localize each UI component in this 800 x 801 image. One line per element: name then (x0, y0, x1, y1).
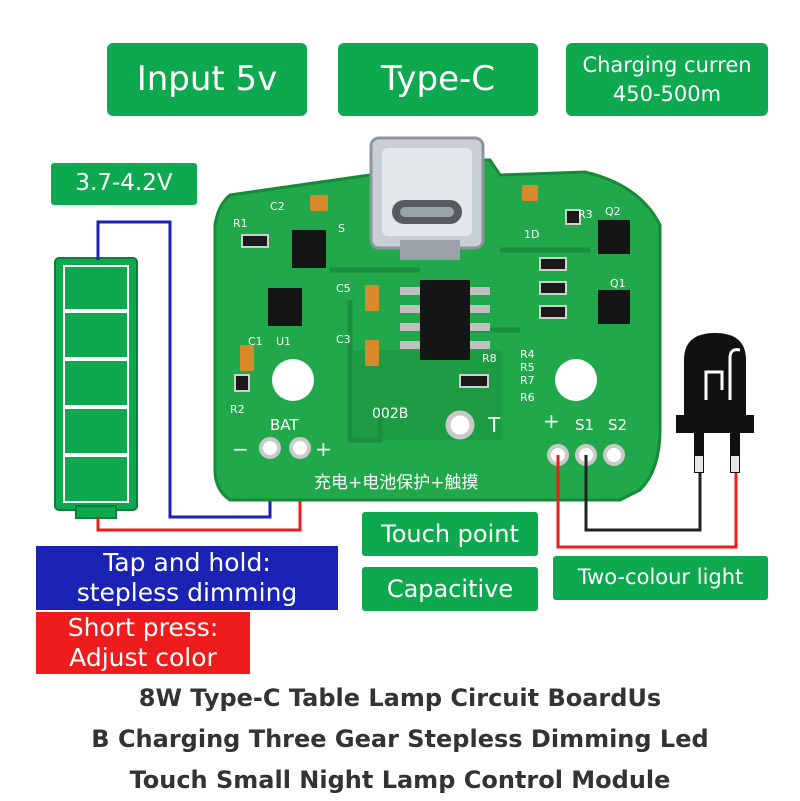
tap-hold-line1: Tap and hold: (103, 548, 271, 577)
capacitive-label: Capacitive (362, 567, 538, 611)
r7-label: R7 (520, 374, 535, 387)
tap-hold-line2: stepless dimming (76, 578, 298, 607)
s-label: S (338, 222, 345, 235)
code-label: 002B (372, 406, 408, 422)
caption-line1: 8W Type-C Table Lamp Circuit BoardUs (138, 684, 662, 712)
type-c-text: Type-C (380, 58, 496, 99)
c5-label: C5 (336, 282, 351, 295)
bat-label: BAT (270, 416, 299, 434)
minus-label: − (232, 437, 249, 461)
r1-label: R1 (233, 217, 248, 230)
silkscreen: BAT − + + S1 S2 T 002B 充电+电池保护+触摸 R1 C2 … (230, 200, 627, 493)
plus-label: + (315, 437, 332, 461)
u1-label: U1 (276, 335, 291, 348)
usb-c-port-icon (369, 136, 485, 260)
r4-label: R4 (520, 348, 535, 361)
c2-label: C2 (270, 200, 285, 213)
q1-label: Q1 (610, 277, 626, 290)
r6-label: R6 (520, 391, 535, 404)
two-colour-light-text: Two-colour light (577, 565, 744, 590)
plus-right-label: + (543, 409, 560, 433)
type-c-label: Type-C (338, 43, 538, 116)
led-black-wire (584, 455, 702, 532)
charging-current-line1: Charging curren (582, 53, 752, 78)
touch-point-label: Touch point (362, 512, 538, 556)
battery-icon (54, 257, 138, 519)
chinese-label: 充电+电池保护+触摸 (314, 473, 479, 493)
battery-voltage-label: 3.7-4.2V (51, 163, 197, 205)
r3-label: R3 (578, 208, 593, 221)
capacitive-text: Capacitive (386, 574, 514, 603)
c1-label: C1 (248, 335, 263, 348)
caption-line2: B Charging Three Gear Stepless Dimming L… (91, 725, 709, 753)
r2-label: R2 (230, 403, 245, 416)
product-caption: 8W Type-C Table Lamp Circuit BoardUs B C… (0, 678, 800, 801)
led-red-wire (556, 455, 738, 549)
input-voltage-label: Input 5v (107, 43, 307, 116)
circuit-board (213, 136, 662, 502)
two-colour-light-label: Two-colour light (553, 556, 768, 600)
touch-point-text: Touch point (381, 519, 519, 548)
led-icon (676, 333, 754, 473)
q2-label: Q2 (605, 205, 621, 218)
short-press-line1: Short press: (67, 613, 219, 642)
r5-label: R5 (520, 361, 535, 374)
s2-label: S2 (608, 416, 627, 434)
s1-label: S1 (575, 416, 594, 434)
short-press-line2: Adjust color (69, 643, 217, 672)
charging-current-line2: 450-500m (612, 81, 722, 106)
c3-label: C3 (336, 333, 351, 346)
r8-label: R8 (482, 352, 497, 365)
charging-current-label: Charging curren 450-500m (566, 43, 768, 116)
tap-hold-label: Tap and hold: stepless dimming (36, 546, 338, 610)
ld-label: 1D (524, 228, 539, 241)
voltage-text: 3.7-4.2V (75, 170, 173, 197)
t-label: T (487, 413, 501, 437)
input-text: Input 5v (136, 58, 278, 99)
battery-negative-wire (96, 220, 272, 519)
short-press-label: Short press: Adjust color (36, 612, 250, 674)
caption-line3: Touch Small Night Lamp Control Module (129, 766, 671, 794)
